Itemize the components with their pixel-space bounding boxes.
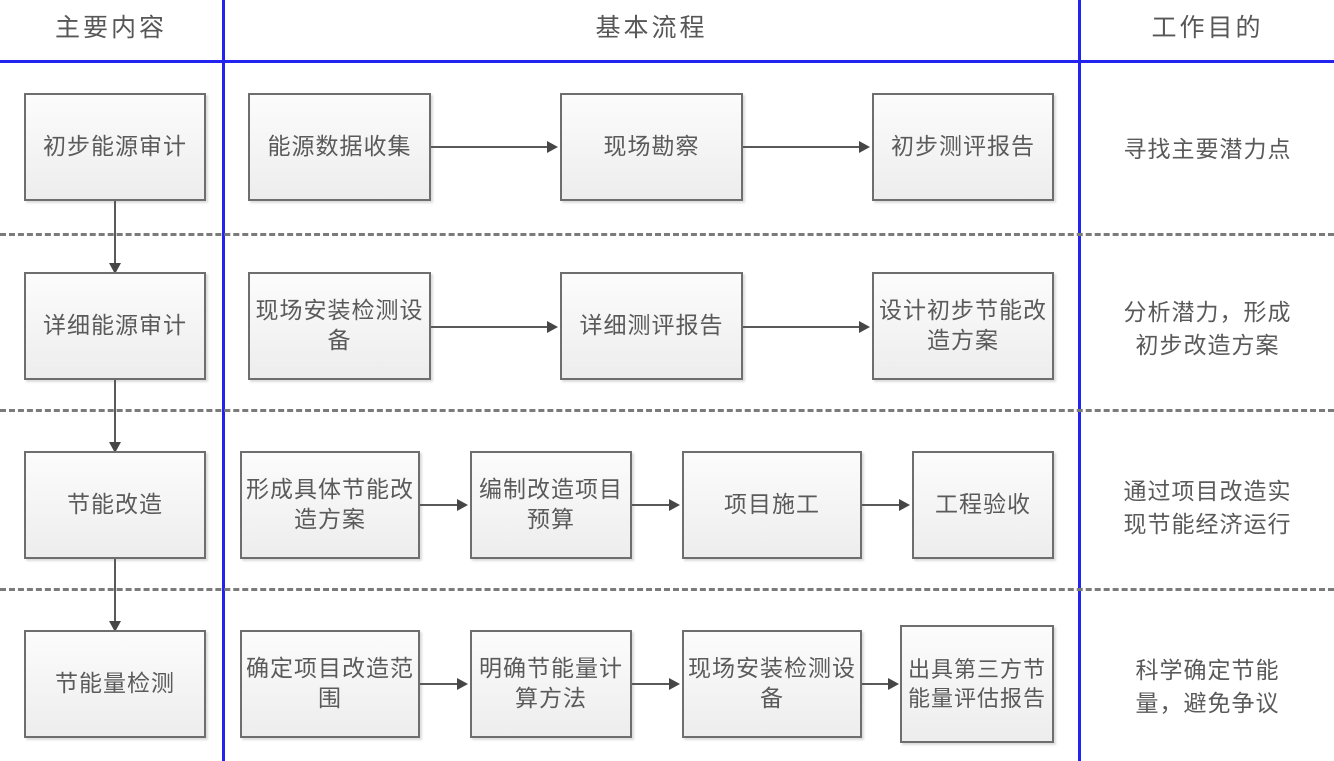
row-separator-3 [0,588,1334,591]
purpose-text-row-3: 通过项目改造实 现节能经济运行 [1123,479,1292,538]
arrow-head-r2-1 [547,321,558,333]
column-header-main-content: 主要内容 [54,15,167,42]
connector-r1-2 [743,146,859,148]
step-box-r1-s3[interactable]: 初步测评报告 [872,93,1054,201]
arrow-head-r3-1 [457,499,468,511]
connector-r4-3 [862,683,888,685]
stage-box-row-1[interactable]: 初步能源审计 [24,93,206,201]
step-box-r1-s2[interactable]: 现场勘察 [560,93,743,201]
stage-box-row-2[interactable]: 详细能源审计 [24,272,206,380]
arrow-head-r4-1 [457,678,468,690]
arrow-head-r1-2 [859,141,870,153]
column-header-work-purpose: 工作目的 [1151,15,1264,42]
row-separator-2 [0,409,1334,412]
connector-r3-1 [420,504,457,506]
step-box-r4-s3[interactable]: 现场安装检测设备 [682,630,862,738]
purpose-text-row-4: 科学确定节能 量，避免争议 [1135,658,1280,717]
arrow-head-r3-2 [669,499,680,511]
step-box-r2-s1[interactable]: 现场安装检测设备 [248,272,431,380]
connector-r3-3 [862,504,899,506]
arrow-head-r1-1 [547,141,558,153]
step-box-r4-s1[interactable]: 确定项目改造范围 [240,630,420,738]
step-box-r1-s1[interactable]: 能源数据收集 [248,93,431,201]
connector-r1-1 [431,146,547,148]
column-divider-left [222,0,225,761]
stage-arrow-2 [109,442,121,453]
stage-box-row-3[interactable]: 节能改造 [24,451,206,559]
connector-r2-2 [743,326,859,328]
arrow-head-r4-2 [669,678,680,690]
step-box-r3-s1[interactable]: 形成具体节能改造方案 [240,451,420,559]
arrow-head-r3-3 [899,499,910,511]
arrow-head-r4-3 [888,678,899,690]
step-box-r4-s2[interactable]: 明确节能量计算方法 [470,630,632,738]
step-box-r3-s2[interactable]: 编制改造项目预算 [470,451,632,559]
column-divider-right [1078,0,1081,761]
purpose-text-row-1: 寻找主要潜力点 [1123,137,1292,162]
step-box-r2-s2[interactable]: 详细测评报告 [560,272,743,380]
step-box-r3-s3[interactable]: 项目施工 [682,451,862,559]
purpose-text-row-2: 分析潜力，形成 初步改造方案 [1123,300,1292,359]
connector-r4-1 [420,683,457,685]
connector-r4-2 [632,683,669,685]
header-divider-line [0,60,1334,63]
step-box-r2-s3[interactable]: 设计初步节能改造方案 [872,272,1054,380]
connector-r3-2 [632,504,669,506]
stage-connector-3 [114,559,116,621]
row-separator-1 [0,233,1334,236]
stage-arrow-3 [109,621,121,632]
column-header-basic-process: 基本流程 [595,15,708,42]
connector-r2-1 [431,326,547,328]
stage-connector-1 [114,201,116,263]
step-box-r4-s4[interactable]: 出具第三方节能量评估报告 [900,625,1054,743]
stage-connector-2 [114,380,116,442]
stage-box-row-4[interactable]: 节能量检测 [24,630,206,738]
arrow-head-r2-2 [859,321,870,333]
step-box-r3-s4[interactable]: 工程验收 [912,451,1054,559]
stage-arrow-1 [109,263,121,274]
